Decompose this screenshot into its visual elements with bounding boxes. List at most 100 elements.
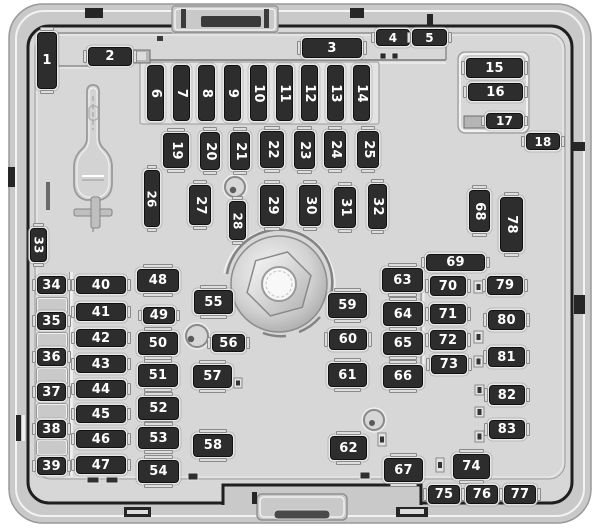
fuse-6: 6	[147, 65, 164, 121]
fuse-25: 25	[357, 126, 379, 173]
fuse-13: 13	[327, 65, 344, 121]
fuse-55: 55	[194, 285, 233, 319]
fuse-61: 61	[328, 358, 367, 392]
fuse-number: 36	[42, 349, 61, 365]
fuse-number: 1	[42, 53, 52, 68]
fuse-75: 75	[423, 485, 465, 504]
fuse-number: 48	[148, 273, 168, 288]
fuse-62: 62	[330, 431, 367, 465]
fuse-number: 21	[232, 141, 248, 161]
fuse-56: 56	[207, 334, 250, 352]
fuse-number: 34	[42, 277, 61, 293]
fuse-number: 64	[393, 306, 413, 322]
fuse-11: 11	[276, 65, 293, 121]
empty-fuse-slot	[37, 368, 67, 384]
fuse-1: 1	[37, 27, 57, 94]
fuse-14: 14	[353, 65, 370, 121]
fuse-number: 70	[438, 278, 458, 294]
fuse-54: 54	[138, 455, 179, 488]
fuse-34: 34	[32, 276, 71, 294]
fuse-number: 76	[472, 487, 492, 502]
fuse-number: 77	[510, 487, 530, 502]
fuse-81: 81	[483, 347, 530, 367]
fuse-number: 62	[339, 440, 358, 456]
fuse-27: 27	[189, 180, 211, 230]
fuse-number: 69	[446, 255, 465, 270]
fuse-12: 12	[301, 65, 318, 121]
fuse-76: 76	[461, 485, 503, 504]
fuse-28: 28	[229, 196, 246, 245]
fuse-71: 71	[425, 304, 471, 324]
fuse-number: 29	[264, 196, 280, 215]
fuse-number: 8	[199, 88, 214, 98]
fuse-number: 9	[225, 88, 240, 98]
fuse-40: 40	[71, 276, 131, 294]
fuse-15: 15	[461, 58, 528, 78]
fuse-number: 44	[91, 381, 111, 397]
fuse-number: 13	[328, 83, 343, 103]
fuse-number: 60	[338, 332, 358, 347]
fuse-number: 28	[230, 211, 245, 230]
fuse-number: 32	[370, 197, 385, 216]
fuse-number: 72	[438, 332, 458, 348]
fuse-35: 35	[32, 312, 71, 330]
fuse-number: 37	[42, 384, 61, 400]
fuse-number: 67	[394, 462, 413, 478]
fuse-78: 78	[500, 192, 523, 257]
fuse-36: 36	[32, 348, 71, 366]
fuse-77: 77	[499, 485, 541, 504]
fuse-18: 18	[521, 133, 565, 150]
fuse-44: 44	[71, 380, 131, 398]
fuse-49: 49	[138, 307, 180, 324]
fuse-number: 75	[434, 487, 454, 502]
fuse-70: 70	[425, 276, 471, 296]
fuse-number: 58	[203, 438, 223, 453]
fuse-number: 51	[148, 368, 168, 383]
fuse-number: 59	[338, 298, 357, 313]
fuse-number: 39	[42, 458, 61, 474]
fuse-83: 83	[484, 420, 530, 439]
fuse-69: 69	[421, 254, 490, 271]
empty-fuse-slot	[37, 298, 67, 313]
fuse-9: 9	[224, 65, 241, 121]
fuse-20: 20	[200, 127, 220, 175]
fuse-48: 48	[137, 264, 179, 297]
fuse-number: 56	[219, 335, 238, 351]
fuse-45: 45	[71, 405, 131, 423]
fuse-number: 46	[91, 431, 111, 447]
fuse-53: 53	[138, 422, 179, 454]
fuse-number: 25	[360, 140, 376, 159]
fuse-number: 47	[91, 457, 111, 473]
fuse-number: 50	[148, 336, 168, 351]
fuse-50: 50	[138, 327, 178, 360]
fuse-number: 14	[354, 83, 369, 103]
fuse-number: 2	[105, 49, 115, 64]
fuse-47: 47	[71, 456, 131, 474]
fuse-number: 31	[337, 198, 353, 217]
fuse-number: 82	[497, 387, 517, 403]
fuse-number: 43	[91, 356, 111, 372]
fuse-73: 73	[426, 355, 472, 374]
fuse-42: 42	[71, 329, 131, 347]
fuse-number: 15	[485, 60, 504, 76]
fuse-number: 16	[486, 84, 505, 100]
fuse-number: 79	[495, 278, 515, 293]
empty-fuse-slot	[37, 404, 67, 419]
fuse-number: 78	[504, 215, 519, 234]
fuse-26: 26	[144, 165, 160, 232]
fuse-68: 68	[469, 185, 490, 237]
fuse-41: 41	[71, 303, 131, 321]
fuse-number: 7	[174, 88, 189, 98]
fuse-number: 17	[495, 114, 514, 128]
fuse-57: 57	[193, 360, 232, 393]
fuse-31: 31	[334, 182, 356, 233]
fuse-74: 74	[453, 449, 490, 484]
fuse-39: 39	[32, 457, 71, 475]
fuse-number: 45	[91, 406, 111, 422]
fuse-number: 65	[393, 336, 413, 351]
fuse-number: 52	[149, 401, 168, 416]
fuse-number: 54	[149, 464, 168, 479]
fuse-number: 42	[91, 330, 111, 346]
